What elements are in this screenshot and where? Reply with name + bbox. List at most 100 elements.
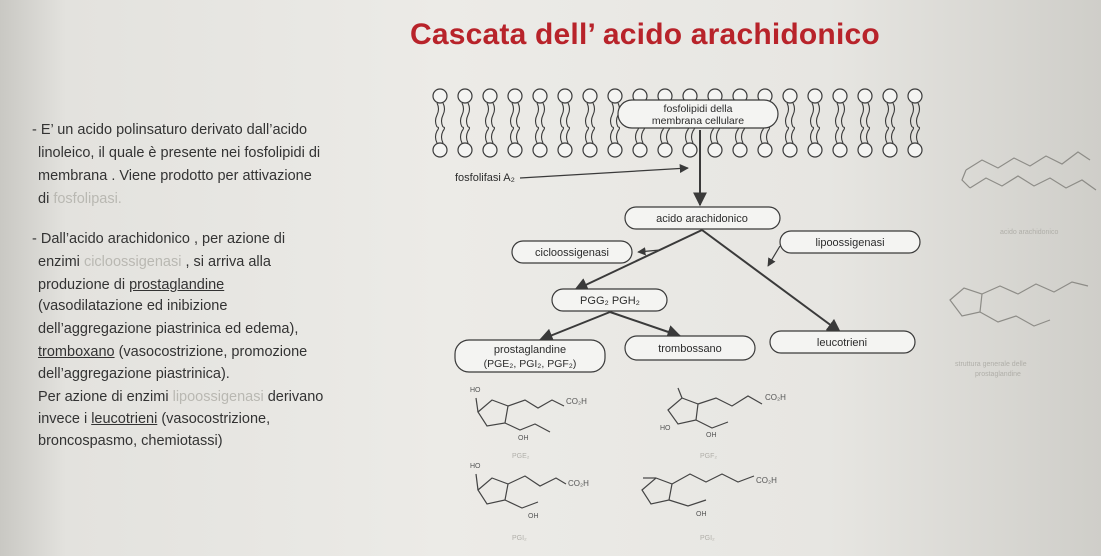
lipid-head <box>682 142 698 158</box>
pgg-pgh-box <box>551 288 668 312</box>
text-line: - Dall’acido arachidonico , per azione d… <box>32 231 286 247</box>
lipid-head <box>907 88 923 104</box>
right-prostaglandin-structure <box>949 281 1089 327</box>
lipid-tail <box>459 102 465 128</box>
cooh-label: CO₂H <box>765 393 786 402</box>
arrow-to-pgg <box>573 229 703 291</box>
lipid-head <box>882 88 898 104</box>
cooh-label: CO₂H <box>566 397 587 406</box>
membrane-label-line2: membrana cellulare <box>652 115 744 127</box>
lipid-tail <box>465 102 471 128</box>
lipid-tail <box>609 126 615 144</box>
faint-term: fosfolipasi. <box>53 191 122 207</box>
lipid-tail <box>815 102 821 128</box>
lipid-tail <box>909 102 915 128</box>
lipoxygenase-label: lipoossigenasi <box>815 237 884 249</box>
lipid-tail <box>559 102 565 128</box>
molecule-pgi2-b <box>641 473 755 507</box>
thromboxane-label: trombossano <box>658 343 722 355</box>
lipid-head <box>857 88 873 104</box>
text-line: (vasodilatazione ed inibizione <box>38 298 228 314</box>
ho-label: HO <box>470 463 481 470</box>
lipid-tail <box>840 102 846 128</box>
arrow-to-thromboxane <box>609 311 682 339</box>
text-fragment: invece i <box>38 411 92 427</box>
ho-label: HO <box>660 425 671 432</box>
lipoxygenase-box <box>779 230 921 254</box>
text-fragment: Per azione di enzimi <box>38 389 173 405</box>
lipid-head <box>582 142 598 158</box>
lipid-tail <box>809 102 815 128</box>
oh-label: OH <box>706 432 717 439</box>
faint-term: lipoossigenasi <box>172 389 264 405</box>
lipid-tail <box>859 102 865 128</box>
oh-label: OH <box>528 513 539 520</box>
lipid-tail <box>890 126 896 144</box>
lipid-tail <box>615 126 621 144</box>
slide-title: Cascata dell’ acido arachidonico <box>410 18 880 51</box>
lipid-head <box>557 142 573 158</box>
lipid-tail <box>690 126 696 144</box>
lipid-tail <box>765 126 771 144</box>
right-top-caption: acido arachidonico <box>1000 229 1058 236</box>
right-caption-line2: prostaglandine <box>975 371 1021 378</box>
lipid-tail <box>734 126 740 144</box>
molecule-pgf2 <box>667 387 763 429</box>
lipid-head <box>432 88 448 104</box>
lipid-tail <box>434 126 440 144</box>
lipid-head <box>582 88 598 104</box>
faint-term: cicloossigenasi <box>83 254 182 270</box>
lipid-head <box>782 88 798 104</box>
lipid-tail <box>840 126 846 144</box>
lipid-tail <box>834 126 840 144</box>
cyclooxygenase-box <box>511 240 633 264</box>
cyclooxygenase-pointer <box>637 247 661 256</box>
lipid-tail <box>709 126 715 144</box>
text-line: produzione di prostaglandine <box>38 276 224 294</box>
lipid-tail <box>909 126 915 144</box>
membrane-label-line1: fosfolipidi della <box>664 103 733 115</box>
lipid-tail <box>890 102 896 128</box>
lipid-tail <box>540 126 546 144</box>
text-line: membrana . Viene prodotto per attivazion… <box>38 168 312 184</box>
lipid-head <box>482 142 498 158</box>
lipid-head <box>607 88 623 104</box>
text-line: dell’aggregazione piastrinica). <box>38 366 230 382</box>
lipid-head <box>507 88 523 104</box>
arrow-to-leukotrienes <box>701 229 842 333</box>
thromboxane-box <box>624 335 756 361</box>
prostaglandins-box <box>454 339 606 373</box>
lipid-tail <box>609 102 615 128</box>
molecule-caption: PGI₂ <box>700 535 715 542</box>
molecule-caption: PGE₂ <box>512 453 530 460</box>
leukotrienes-label: leucotrieni <box>817 337 867 349</box>
lipid-tail <box>484 102 490 128</box>
lipid-head <box>457 88 473 104</box>
lipid-tail <box>834 102 840 128</box>
lipid-head <box>657 142 673 158</box>
text-line: di fosfolipasi. <box>38 190 122 208</box>
lipid-tail <box>465 126 471 144</box>
lipid-tail <box>584 126 590 144</box>
lipid-tail <box>665 126 671 144</box>
lipid-tail <box>515 126 521 144</box>
lipid-tail <box>784 102 790 128</box>
molecule-caption: PGI₂ <box>512 535 527 542</box>
lipid-tail <box>865 102 871 128</box>
underlined-term: leucotrieni <box>91 411 158 427</box>
lipid-tail <box>490 102 496 128</box>
cooh-label: CO₂H <box>568 479 589 488</box>
text-fragment: derivano <box>263 389 324 405</box>
lipid-tail <box>440 126 446 144</box>
pgg-pgh-label: PGG₂ PGH₂ <box>580 295 640 307</box>
lipid-tail <box>915 102 921 128</box>
text-fragment: (vasocostrizione, promozione <box>114 344 308 360</box>
text-line: enzimi cicloossigenasi , si arriva alla <box>38 253 271 271</box>
text-line: Per azione di enzimi lipoossigenasi deri… <box>38 388 323 406</box>
lipid-tail <box>640 126 646 144</box>
lipid-head <box>807 142 823 158</box>
phospholipase-arrow <box>519 163 689 179</box>
cooh-label: CO₂H <box>756 476 777 485</box>
